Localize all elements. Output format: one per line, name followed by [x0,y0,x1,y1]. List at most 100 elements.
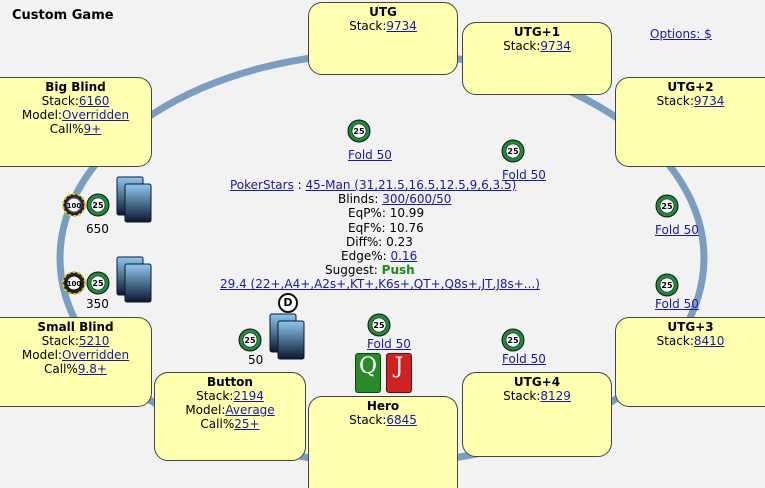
stack-link[interactable]: 6160 [78,94,110,108]
model-label: Model: [21,108,62,122]
eqp-label: EqP%: [348,206,386,221]
diff-value: 0.23 [386,234,413,249]
seat-name: UTG+3 [667,320,714,334]
seat-utg: UTG Stack:9734 [308,2,458,75]
info-edge-row: Edge%: 0.16 [230,249,560,263]
seat-name: Small Blind [37,320,114,334]
blinds-link[interactable]: 300/600/50 [382,192,452,207]
stack-link[interactable]: 5210 [78,334,110,348]
stack-label: Stack: [503,39,541,53]
stack-label: Stack: [656,94,694,108]
chip-100-icon: 100 [62,193,86,217]
chip-25-icon: 25 [86,271,110,295]
chip-value: 25 [92,201,104,210]
chip-25-icon: 25 [367,313,391,337]
chip-value: 25 [244,336,256,345]
stack-label: Stack: [503,389,541,403]
structure-link[interactable]: 45-Man (31,21.5,16.5,12.5,9,6,3.5) [305,178,517,192]
chip-25-icon: 25 [655,194,679,218]
edge-label: Edge%: [341,249,387,264]
info-diff-row: Diff%: 0.23 [230,235,560,249]
seat-utg1: UTG+1 Stack:9734 [462,22,612,95]
seat-button: Button Stack:2194 Model:Average Call%25+ [154,372,306,461]
chip-25-icon: 25 [501,328,525,352]
stack-link[interactable]: 9734 [540,39,571,53]
stack-link[interactable]: 8410 [693,334,725,348]
info-site-row: PokerStars : 45-Man (31,21.5,16.5,12.5,9… [230,178,560,192]
call-label: Call% [49,122,84,136]
model-label: Model: [21,348,62,362]
call-link[interactable]: 9.8+ [77,362,107,376]
range-link[interactable]: 29.4 (22+,A4+,A2s+,KT+,K6s+,QT+,Q8s+,JT,… [220,277,540,292]
chip-25-icon: 25 [655,273,679,297]
chip-value: 25 [507,336,519,345]
bet-amount-small-blind: 350 [86,297,109,311]
fold-link-utg2[interactable]: Fold 50 [655,223,699,237]
stack-label: Stack: [41,334,79,348]
model-link[interactable]: Overridden [61,348,130,362]
hero-card-jack: J [386,353,412,393]
stack-link[interactable]: 8129 [540,389,571,403]
card-rank: Q [358,354,378,379]
stack-label: Stack: [41,94,79,108]
chip-value: 25 [92,279,104,288]
card-backs-icon [269,313,305,360]
chip-25-icon: 25 [347,119,371,143]
chip-value: 25 [507,147,519,156]
chip-value: 100 [67,202,82,210]
fold-link-utg3[interactable]: Fold 50 [655,297,699,311]
options-link[interactable]: Options: $ [650,27,712,41]
seat-name: Button [207,375,253,389]
seat-utg2: UTG+2 Stack:9734 [615,77,765,167]
info-range-row: 29.4 (22+,A4+,A2s+,KT+,K6s+,QT+,Q8s+,JT,… [220,277,560,291]
eqf-label: EqF%: [348,220,386,235]
seat-name: UTG+2 [667,80,714,94]
chip-value: 25 [661,202,673,211]
stack-link[interactable]: 9734 [693,94,725,108]
chip-25-icon: 25 [501,139,525,163]
seat-big-blind: Big Blind Stack:6160 Model:Overridden Ca… [0,77,152,167]
stack-link[interactable]: 2194 [233,389,264,403]
site-link[interactable]: PokerStars [230,178,294,192]
info-suggest-row: Suggest: Push [230,263,560,277]
stack-link[interactable]: 6845 [386,413,417,427]
card-backs-icon [116,256,152,303]
seat-name: UTG [369,5,397,19]
chip-value: 25 [373,321,385,330]
fold-link-hero[interactable]: Fold 50 [367,337,411,351]
call-link[interactable]: 9+ [83,122,102,136]
info-blinds-row: Blinds: 300/600/50 [230,192,560,206]
chip-25-icon: 25 [238,328,262,352]
chip-100-icon: 100 [62,271,86,295]
suggest-value: Push [381,263,415,278]
seat-hero: Hero Stack:6845 [308,396,458,488]
model-link[interactable]: Average [225,403,275,417]
chip-value: 25 [353,127,365,136]
suggest-label: Suggest: [325,263,378,278]
seat-name: Big Blind [45,80,106,94]
card-backs-icon [116,176,152,223]
fold-link-utg[interactable]: Fold 50 [348,148,392,162]
call-link[interactable]: 25+ [234,417,260,431]
chip-value: 100 [67,280,82,288]
info-eqp-row: EqP%: 10.99 [230,206,560,220]
edge-link[interactable]: 0.16 [390,249,418,264]
fold-link-utg4[interactable]: Fold 50 [502,352,546,366]
call-label: Call% [200,417,235,431]
bet-amount-button: 50 [248,353,264,367]
seat-utg3: UTG+3 Stack:8410 [615,317,765,407]
eqf-value: 10.76 [389,220,424,235]
seat-utg4: UTG+4 Stack:8129 [462,372,612,457]
stack-label: Stack: [349,413,387,427]
stack-link[interactable]: 9734 [386,19,417,33]
card-rank: J [394,354,404,379]
call-label: Call% [44,362,78,376]
page-title: Custom Game [12,8,114,23]
stack-label: Stack: [656,334,694,348]
model-link[interactable]: Overridden [61,108,130,122]
blinds-label: Blinds: [338,192,379,207]
seat-name: UTG+4 [513,375,561,389]
stack-label: Stack: [196,389,234,403]
hero-card-queen: Q [355,353,381,393]
fold-link-utg1[interactable]: Fold 50 [502,168,546,182]
